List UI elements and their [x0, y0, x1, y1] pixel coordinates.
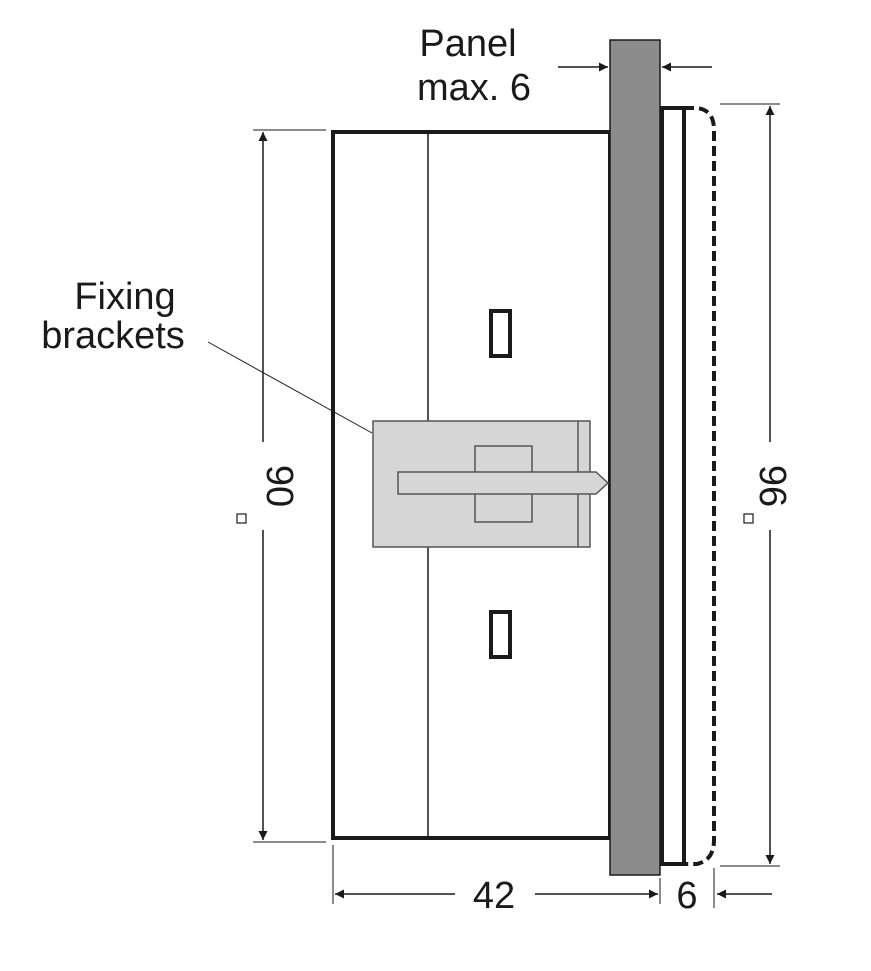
dim-90-label: 90 — [258, 465, 300, 507]
dimension-panel: Panel max. 6 — [417, 23, 712, 109]
dimension-height-inner: 90 — [236, 129, 326, 843]
fixing-label-line2: brackets — [41, 315, 185, 357]
bezel-dashed-outline — [684, 106, 716, 866]
fixing-brackets-callout: Fixing brackets — [41, 276, 373, 434]
dim-6-label: 6 — [676, 875, 697, 917]
bracket-screw — [397, 471, 610, 495]
dimension-height-outer: 96 — [720, 103, 793, 867]
panel-label-line2: max. 6 — [417, 67, 531, 109]
dimension-depth: 42 — [332, 845, 661, 917]
leader-line — [207, 341, 373, 434]
square-symbol-icon — [743, 513, 754, 524]
fixing-bracket — [372, 420, 610, 548]
panel-label-line1: Panel — [419, 23, 516, 65]
square-symbol-icon — [236, 513, 247, 524]
panel — [609, 39, 661, 876]
dim-42-label: 42 — [473, 875, 515, 917]
front-bezel — [660, 106, 716, 866]
bezel-frame — [660, 106, 686, 866]
dimension-front: 6 — [676, 868, 772, 917]
dim-96-label: 96 — [751, 465, 793, 507]
slot-top — [489, 309, 512, 358]
fixing-label-line1: Fixing — [74, 276, 175, 318]
slot-bottom — [489, 610, 512, 659]
